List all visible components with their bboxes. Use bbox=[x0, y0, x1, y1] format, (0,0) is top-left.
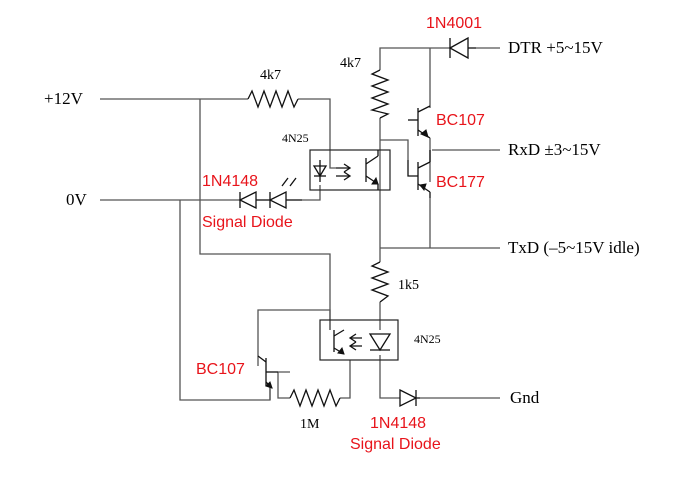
resistor-4k7-vertical bbox=[369, 69, 390, 119]
label-4k7-left: 4k7 bbox=[260, 68, 281, 83]
label-txd: TxD (–5~15V idle) bbox=[508, 238, 640, 257]
label-1n4148-top: 1N4148 bbox=[202, 173, 258, 190]
label-bc177: BC177 bbox=[436, 174, 485, 191]
transistor-bc107-bottom bbox=[257, 355, 278, 389]
resistor-4k7-top-left bbox=[247, 89, 299, 109]
label-bc107-top: BC107 bbox=[436, 112, 485, 129]
label-signal-diode-bottom: Signal Diode bbox=[350, 436, 441, 453]
label-dtr: DTR +5~15V bbox=[508, 38, 604, 57]
label-1n4001: 1N4001 bbox=[426, 15, 482, 32]
diode-1n4148-bottom bbox=[399, 388, 420, 408]
transistor-bc107-top bbox=[408, 105, 431, 139]
resistor-1k5 bbox=[370, 261, 390, 303]
label-gnd: Gnd bbox=[510, 388, 540, 407]
label-bc107-bottom: BC107 bbox=[196, 361, 245, 378]
resistor-1m bbox=[289, 388, 341, 408]
label-1m: 1M bbox=[300, 417, 320, 432]
label-4n25-top: 4N25 bbox=[282, 131, 309, 145]
label-1k5: 1k5 bbox=[398, 278, 419, 293]
label-rxd: RxD ±3~15V bbox=[508, 140, 601, 159]
label-1n4148-bottom: 1N4148 bbox=[370, 415, 426, 432]
label-4n25-bottom: 4N25 bbox=[414, 332, 441, 346]
optocoupler-top bbox=[309, 149, 391, 191]
diode-1n4001 bbox=[448, 36, 476, 60]
diode-1n4148-top bbox=[238, 177, 302, 210]
label-signal-diode-top: Signal Diode bbox=[202, 214, 293, 231]
optocoupler-bottom bbox=[319, 319, 399, 361]
label-0v: 0V bbox=[66, 190, 88, 209]
wires bbox=[100, 47, 500, 401]
label-4k7-vertical: 4k7 bbox=[340, 56, 361, 71]
transistor-bc177 bbox=[407, 150, 431, 198]
label-plus12v: +12V bbox=[44, 89, 84, 108]
